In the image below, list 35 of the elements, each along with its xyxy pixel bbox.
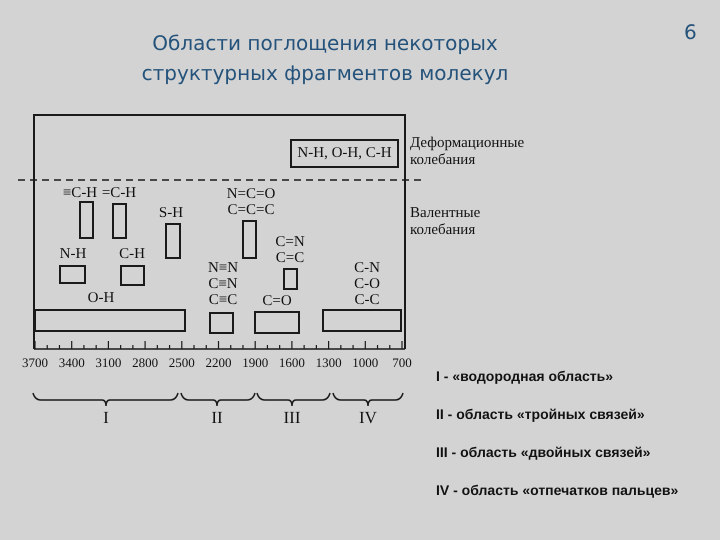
vibration-type-label: Валентные колебания (410, 205, 480, 239)
page-number: 6 (684, 20, 697, 44)
tick-label: 1900 (242, 355, 268, 370)
region-numeral: IV (359, 409, 377, 427)
bond-label: C=O (262, 293, 292, 309)
bond-label: ≡C-H (62, 185, 98, 201)
vibration-type-label: Деформационные колебания (410, 135, 524, 169)
region-numeral: I (103, 409, 109, 427)
tick-label: 700 (392, 355, 412, 370)
region-numeral: III (284, 409, 300, 427)
bond-label: N≡N C≡N C≡C (208, 260, 238, 308)
tick-label: 1000 (352, 355, 378, 370)
tick-label: 3700 (22, 355, 48, 370)
bond-label: N=C=O C=C=C (226, 186, 276, 218)
region-note: II - область «тройных связей» (436, 406, 645, 423)
tick-label: 2500 (168, 355, 195, 370)
tick-label: 2200 (206, 355, 232, 370)
region-note: I - «водородная область» (436, 368, 614, 385)
bond-label: C-H (119, 246, 145, 262)
bond-label: O-H (88, 290, 114, 306)
bond-group-frame: N-H, O-H, C-H (290, 139, 399, 168)
bond-label: =C-H (102, 185, 136, 201)
region-note: III - область «двойных связей» (436, 444, 650, 461)
bond-label: S-H (158, 205, 184, 221)
slide-title: Области поглощения некоторых структурных фрагментов молекул (140, 30, 510, 87)
tick-label: 3100 (95, 355, 122, 370)
bond-label: N-H (60, 246, 86, 262)
tick-label: 3400 (58, 355, 85, 370)
tick-label: 2800 (132, 355, 158, 370)
bond-label: C=N C=C (275, 234, 305, 266)
region-note: IV - область «отпечатков пальцев» (436, 482, 678, 499)
tick-label: 1600 (278, 355, 305, 370)
region-numeral: II (211, 409, 223, 427)
bond-label: C-N C-O C-C (354, 260, 380, 308)
tick-label: 1300 (316, 355, 342, 370)
